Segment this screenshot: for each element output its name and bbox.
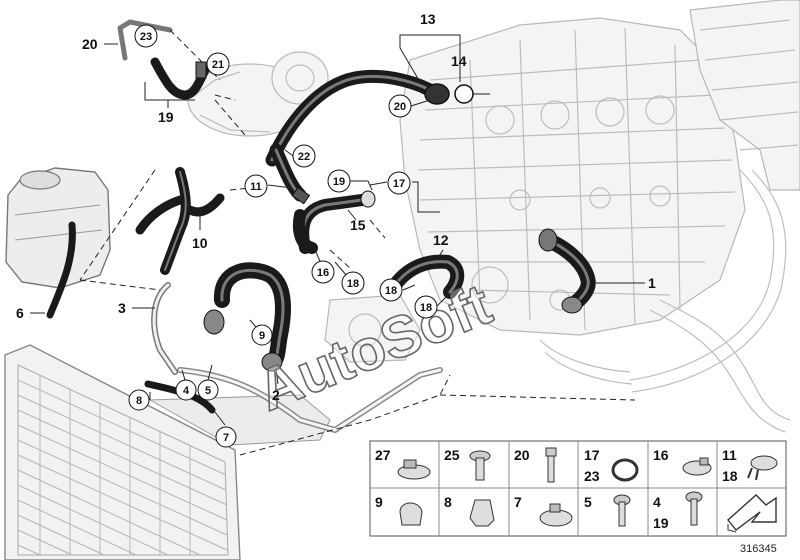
coolant-hoses [46,19,596,414]
parts-cell-27: 27 [375,447,431,480]
svg-text:19: 19 [653,515,669,531]
callout-15: 15 [350,217,366,233]
spring-clamp-icon [682,457,712,476]
callout-18: 18 [379,278,403,302]
callout-1: 1 [648,275,656,291]
arrow-icon [727,494,777,533]
parts-table: 27 25 20 17 23 [369,440,787,537]
callout-25: 23 [134,24,158,48]
callout-10: 10 [192,235,208,251]
band-clamp-icon [539,503,573,527]
callout-11: 11 [244,174,268,198]
svg-text:19: 19 [333,176,345,188]
svg-text:23: 23 [584,468,600,484]
svg-text:7: 7 [514,494,522,510]
callout-18: 18 [414,295,438,319]
svg-text:4: 4 [653,494,661,510]
callout-4: 4 [175,379,197,401]
svg-text:20: 20 [394,101,406,113]
callout-7: 7 [215,426,237,448]
svg-text:9: 9 [259,330,265,342]
svg-text:8: 8 [136,395,142,407]
svg-text:11: 11 [250,181,262,193]
callout-5: 5 [197,379,219,401]
svg-text:17: 17 [584,447,600,463]
parts-cell-8: 8 [444,494,495,527]
lower-coolant-pipe [177,367,443,434]
parts-cell-17-23: 17 23 [584,447,639,484]
callout-19: 19 [327,169,351,193]
hose-clamp-icon [397,459,431,480]
svg-text:9: 9 [375,494,383,510]
parts-cell-25: 25 [444,447,491,481]
clip-icon [399,502,423,526]
parts-cell-4-19: 4 19 [653,491,703,531]
callout-18: 18 [341,271,365,295]
parts-cell-arrow [727,494,777,533]
svg-text:11: 11 [722,447,737,463]
callout-16: 16 [311,260,335,284]
svg-text:20: 20 [514,447,530,463]
svg-text:4: 4 [183,385,190,397]
svg-text:18: 18 [347,278,359,290]
stud-bolt-icon [545,447,557,483]
callout-12: 12 [433,232,449,248]
svg-text:22: 22 [298,151,310,163]
plain-callouts: 1 2 3 6 10 12 13 14 15 19 20 [16,11,656,403]
parts-cell-7: 7 [514,494,573,527]
callout-24: 22 [292,144,316,168]
svg-text:5: 5 [584,494,592,510]
hose-holder-icon [469,499,495,527]
svg-text:18: 18 [420,302,432,314]
svg-text:5: 5 [205,385,211,397]
svg-text:25: 25 [444,447,460,463]
hex-bolt-icon [685,491,703,526]
o-ring-icon [611,458,639,482]
svg-text:16: 16 [317,267,329,279]
parts-cell-9: 9 [375,494,423,526]
callout-6: 6 [16,305,24,321]
svg-text:7: 7 [223,432,229,444]
parts-cell-5: 5 [584,494,631,527]
svg-text:18: 18 [722,468,738,484]
engine-block-background [324,0,800,433]
callout-13: 13 [420,11,436,27]
callout-14: 14 [451,53,467,69]
svg-text:17: 17 [393,178,405,190]
svg-text:27: 27 [375,447,391,463]
svg-text:8: 8 [444,494,452,510]
parts-cell-11-18: 11 18 [722,447,778,484]
svg-text:18: 18 [385,285,397,297]
circled-callouts: 4 5 7 8 9 11 16 17 18 18 18 19 20 21 22 … [128,24,438,448]
svg-text:23: 23 [140,31,152,43]
svg-text:16: 16 [653,447,669,463]
document-number: 316345 [740,543,777,555]
callout-3: 3 [118,300,126,316]
callout-22: 20 [82,36,98,52]
callout-17: 17 [387,171,411,195]
callout-21: 19 [158,109,174,125]
parts-cell-16: 16 [653,447,712,476]
expansion-tank [5,167,111,289]
callout-2: 2 [272,387,280,403]
callout-8: 8 [128,389,150,411]
callout-23: 21 [206,52,230,76]
screw-icon [613,494,631,527]
spring-clamp-icon [747,455,778,481]
leader-lines [30,34,645,426]
flange-bolt-icon [469,450,491,481]
callout-20: 20 [388,94,412,118]
callout-9: 9 [251,324,273,346]
svg-text:21: 21 [212,59,224,71]
parts-cell-20: 20 [514,447,557,483]
